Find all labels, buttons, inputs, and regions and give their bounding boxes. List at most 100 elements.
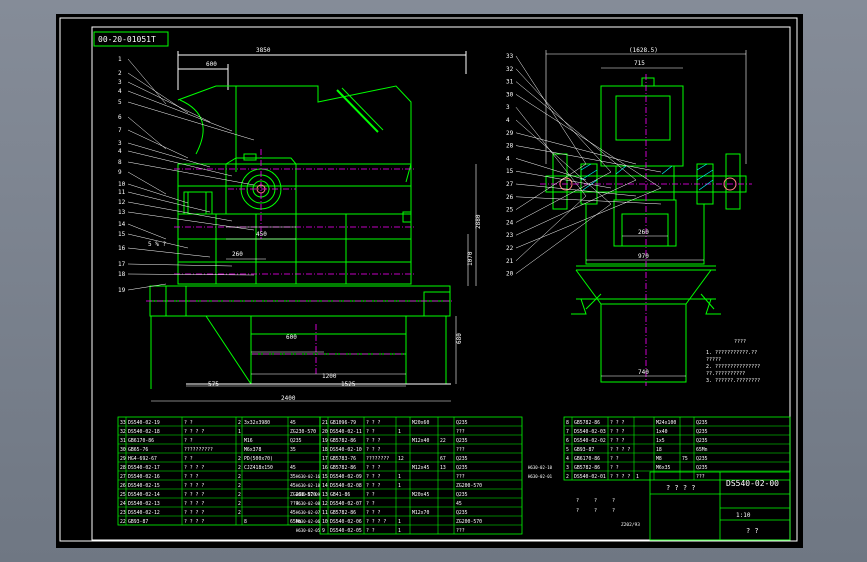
bom-middle-cell: 1 xyxy=(398,483,401,489)
bom-left-cell: 25 xyxy=(120,492,126,498)
bom-middle-cell: Q235 xyxy=(456,420,468,426)
bom-left-cell: 45 xyxy=(290,420,296,426)
notes-line-4: ??.?????????? xyxy=(706,371,745,377)
bom-left-cell: 27 xyxy=(120,474,126,480)
notes-line-2: ????? xyxy=(706,357,721,363)
bom-right-cell: ? ? ? xyxy=(610,429,625,435)
front-leader xyxy=(127,142,211,168)
bom-left-cell: 2 xyxy=(238,501,241,507)
bom-left-cell: 8 xyxy=(244,519,247,525)
bom-left-cell: 35 xyxy=(290,474,296,480)
bom-middle-cell: ? ? xyxy=(366,501,375,507)
bom-middle-cell: DS540-02-08 xyxy=(330,483,362,489)
bom-middle-side-ref: H630-02-09 xyxy=(296,492,321,497)
bom-left-cell: ZG200-570 xyxy=(290,492,316,498)
bom-middle-cell: ??? xyxy=(456,474,465,480)
bom-left-cell: ZG230-570 xyxy=(290,429,316,435)
notes-line-3: 2. ??????????????? xyxy=(706,364,760,370)
bom-middle-cell: ? ? ? xyxy=(366,447,381,453)
front-callout-number: 16 xyxy=(118,245,126,252)
bom-right-cell: 3 xyxy=(566,465,569,471)
bom-left-cell: 30 xyxy=(120,447,126,453)
bom-left-cell: 2 xyxy=(238,483,241,489)
side-dim-texts: (1628.5) 715 260 970 740 xyxy=(629,47,658,376)
bom-right-cell: M8 xyxy=(656,456,662,462)
title-scale: 1:10 xyxy=(736,512,751,519)
front-callout-number: 6 xyxy=(118,114,122,121)
bom-middle-cell: DS540-02-07 xyxy=(330,501,362,507)
side-leader xyxy=(515,203,612,274)
side-callout-number: 24 xyxy=(506,219,514,226)
side-leader xyxy=(515,170,612,189)
front-callout-number: 2 xyxy=(118,70,122,77)
side-callout-number: 31 xyxy=(506,79,514,86)
bom-middle-cell: 1 xyxy=(398,474,401,480)
bom-right-cell: GB5782-86 xyxy=(574,420,600,426)
dim-side-overall: (1628.5) xyxy=(629,47,658,54)
bom-left-cell: ? ? xyxy=(184,420,193,426)
dim-lower-width: 600 xyxy=(286,334,297,341)
side-leader xyxy=(515,119,612,205)
dim-top-left: 600 xyxy=(206,61,217,68)
title-company: ? ? ? ? xyxy=(666,484,696,492)
bom-middle-cell: ??? xyxy=(456,447,465,453)
bom-middle-cell: ? ? ? xyxy=(366,438,381,444)
bom-middle-cell: GB1096-79 xyxy=(330,420,356,426)
bom-left-cell: 65Mn xyxy=(290,519,302,525)
bom-left-cell: 35 xyxy=(290,447,296,453)
bom-left-cell: ? ? ? xyxy=(184,474,199,480)
side-leader xyxy=(515,195,587,261)
dim-base-left: 575 xyxy=(208,381,219,388)
bom-left-cell: DS540-02-13 xyxy=(128,501,160,507)
bom-middle-cell: ??? xyxy=(456,528,465,534)
bom-middle-cell: DS540-02-05 xyxy=(330,528,362,534)
side-leader xyxy=(515,179,637,236)
title-number: DS540-02-00 xyxy=(726,479,779,488)
bom-middle-cell: GB41-86 xyxy=(330,492,350,498)
bom-middle-cell: ? ? ? xyxy=(366,510,381,516)
side-callout-number: 33 xyxy=(506,53,514,60)
side-leader xyxy=(515,145,662,173)
bom-middle-cell: Q235 xyxy=(456,456,468,462)
bom-right-cell: Q235 xyxy=(696,438,708,444)
side-callout-number: 27 xyxy=(506,181,514,188)
bom-right-cell: 5 xyxy=(566,447,569,453)
bom-middle-cell: 67 xyxy=(440,456,446,462)
bom-left-cell: HG4-692-67 xyxy=(128,456,157,462)
bom-right-cell: 1 xyxy=(636,474,639,480)
bom-left-cell: CJZ418x150 xyxy=(244,465,273,471)
bom-middle-side-ref: H630-02-05 xyxy=(296,528,321,533)
side-callout-number: 23 xyxy=(506,232,514,239)
bom-left-cell: DS540-02-15 xyxy=(128,483,160,489)
bom-right-cell: 2 xyxy=(566,474,569,480)
bom-middle-cell: DS540-02-06 xyxy=(330,519,362,525)
outer-frame xyxy=(59,17,798,542)
bom-middle-cell: 9 xyxy=(322,528,325,534)
dim-overall-width: 3850 xyxy=(256,47,271,54)
bom-middle-cell: Q235 xyxy=(456,510,468,516)
bom-right-cell: ? ? xyxy=(610,465,619,471)
front-leader xyxy=(127,273,255,276)
side-callout-number: 20 xyxy=(506,271,514,278)
bom-left-cell: ? ? ? ? xyxy=(184,465,204,471)
front-leader xyxy=(127,191,211,213)
bom-left-cell: 2 xyxy=(238,492,241,498)
front-callout-number: 3 xyxy=(118,140,122,147)
bom-middle-cell: 22 xyxy=(440,438,446,444)
side-callout-number: 26 xyxy=(506,194,514,201)
side-callout-number: 3 xyxy=(506,104,510,111)
front-leader xyxy=(127,263,233,267)
bom-left-cell: 26 xyxy=(120,483,126,489)
dim-mid-base: 1200 xyxy=(322,373,337,380)
bom-left-cell: 1 xyxy=(238,429,241,435)
bom-right-cell: ? ? xyxy=(610,456,619,462)
bom-left-cell: ? ? xyxy=(184,456,193,462)
inner-frame xyxy=(91,26,791,541)
dim-side-top: 715 xyxy=(634,60,645,67)
bom-middle-side-ref: H630-02-16 xyxy=(296,474,321,479)
notes-block: ???? 1. ???????????.?? ????? 2. ????????… xyxy=(706,339,760,384)
bom-middle-cell: 13 xyxy=(322,492,328,498)
bom-middle-cell: 11 xyxy=(322,510,328,516)
front-callout-number: 18 xyxy=(118,271,126,278)
